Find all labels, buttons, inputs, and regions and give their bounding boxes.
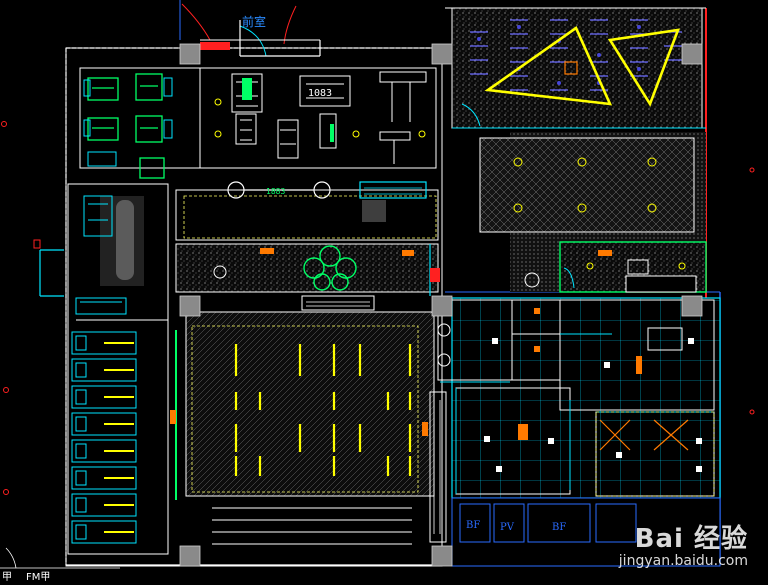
gym-equipment-room: 1083 [79, 67, 437, 179]
bench-tag: 1883 [266, 187, 285, 196]
watermark: Bai 经验 jingyan.baidu.com [619, 518, 748, 569]
fixture-label-pv: PV [500, 522, 515, 533]
treadmill [71, 358, 137, 382]
watermark-url: jingyan.baidu.com [618, 553, 748, 569]
column [431, 295, 453, 317]
watermark-logo: Bai 经验 [634, 524, 748, 554]
entrance-label: 前室 [242, 14, 266, 29]
column [431, 43, 453, 65]
entrance-area: 前室 [181, 3, 321, 57]
treadmill [71, 520, 137, 544]
title-strip-text-1: 甲 [2, 572, 12, 583]
title-strip-text-2: FM甲 [26, 572, 50, 583]
yellow-floor-markers [234, 344, 412, 476]
treadmill [71, 412, 137, 436]
title-strip: 甲 FM甲 [0, 547, 120, 583]
column [431, 545, 453, 567]
right-atrium [479, 132, 707, 293]
top-right-room [451, 7, 706, 129]
column [179, 43, 201, 65]
treadmill-column [33, 183, 169, 555]
treadmills [71, 331, 137, 544]
structural-columns [179, 43, 703, 567]
bottom-fixtures: BF PV BF [451, 497, 721, 567]
treadmill [71, 331, 137, 355]
column [179, 545, 201, 567]
column [681, 43, 703, 65]
studio-floor [170, 243, 447, 545]
treadmill [71, 439, 137, 463]
tiled-rooms [437, 297, 721, 499]
dumbbell-rack-tag: 1083 [308, 88, 332, 99]
triangle-marker-2 [607, 28, 680, 107]
fixture-label-bf-1: BF [466, 520, 480, 531]
edge-markers [1, 121, 755, 495]
column [681, 295, 703, 317]
treadmill [71, 385, 137, 409]
fixture-label-bf-2: BF [552, 522, 566, 533]
treadmill [71, 466, 137, 490]
center-strip: 1883 [100, 181, 439, 286]
triangle-marker-1 [484, 26, 613, 106]
treadmill [71, 493, 137, 517]
column [179, 295, 201, 317]
